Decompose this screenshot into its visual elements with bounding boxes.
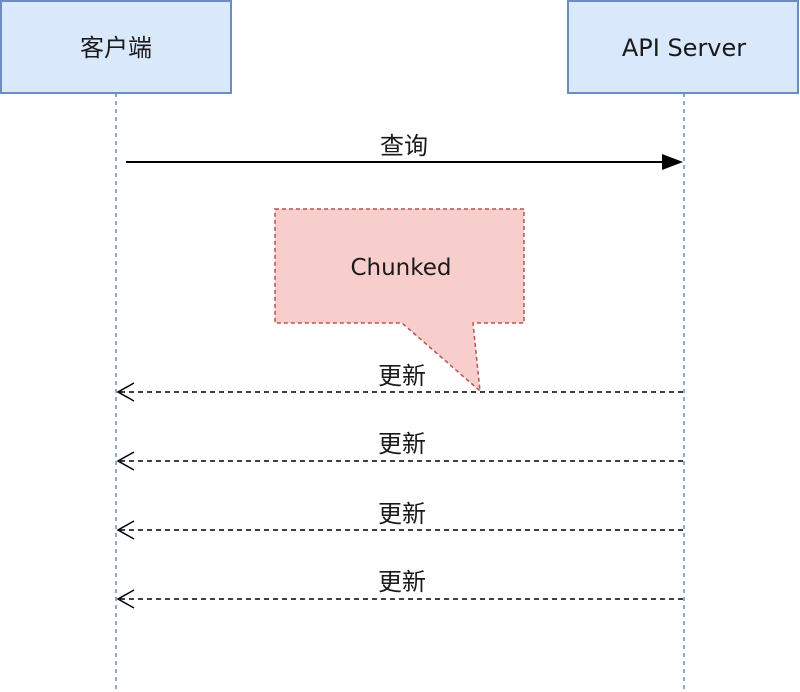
participant-client[interactable]: 客户端 [0, 0, 232, 94]
message-update-3[interactable]: 更新 [116, 500, 683, 540]
participant-server-box [567, 0, 799, 94]
update-2-arrowhead [116, 451, 135, 471]
update-3-label: 更新 [378, 500, 426, 528]
participant-server-label: API Server [622, 34, 746, 62]
message-update-4[interactable]: 更新 [116, 568, 683, 609]
update-1-arrowhead [116, 382, 135, 402]
query-arrowhead [662, 154, 683, 170]
note-callout-shape [274, 208, 525, 393]
participant-client-label: 客户端 [80, 34, 152, 62]
update-4-arrowhead [116, 589, 135, 609]
message-query[interactable]: 查询 [126, 132, 683, 170]
update-3-arrowhead [116, 520, 135, 540]
participant-server[interactable]: API Server [567, 0, 799, 94]
update-2-label: 更新 [378, 430, 426, 458]
query-label: 查询 [380, 132, 428, 160]
note-chunked[interactable]: Chunked [274, 208, 525, 393]
message-update-2[interactable]: 更新 [116, 430, 683, 471]
message-update-1[interactable]: 更新 [116, 362, 683, 402]
participant-client-box [0, 0, 232, 94]
update-1-label: 更新 [378, 362, 426, 390]
note-label: Chunked [350, 255, 451, 281]
update-4-label: 更新 [378, 568, 426, 596]
